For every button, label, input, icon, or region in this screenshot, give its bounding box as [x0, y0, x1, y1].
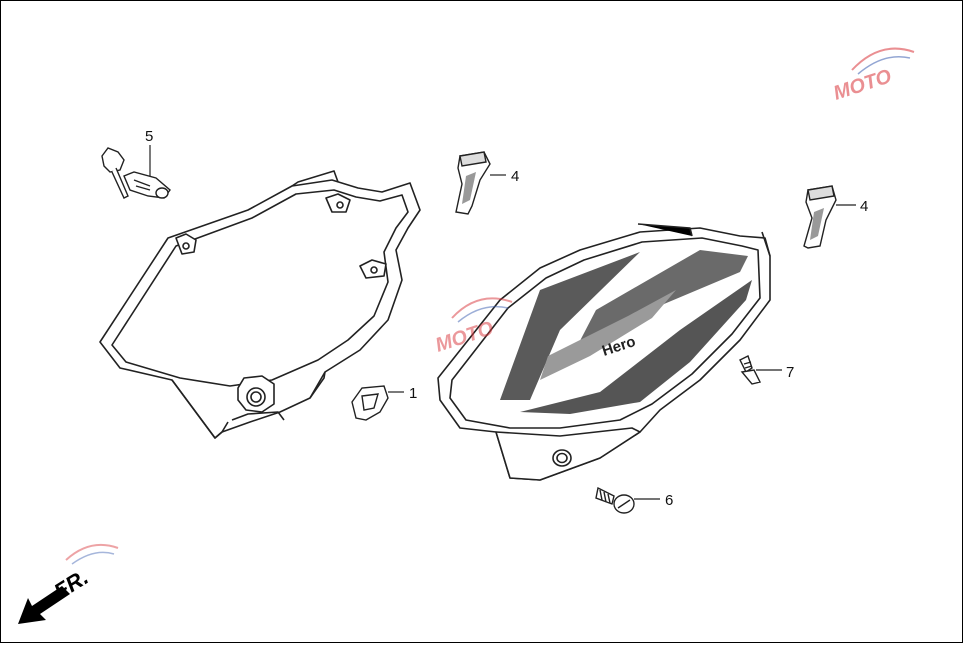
- right-side-cover: Hero: [437, 223, 771, 481]
- arrow-icon: [18, 586, 70, 624]
- callout-4: 4: [860, 198, 868, 215]
- watermark: MOTO: [831, 47, 915, 105]
- decal-stripe: [500, 252, 640, 400]
- decal-stripe: [520, 280, 752, 414]
- part-cushion: [455, 151, 491, 215]
- callout-7: 7: [786, 364, 794, 381]
- callout-4: 4: [511, 168, 519, 185]
- part-bolt: [739, 355, 762, 385]
- grommet-hole: [552, 449, 572, 467]
- decal-stripe: [540, 290, 676, 380]
- part-clip: [351, 385, 389, 421]
- left-side-cover: [99, 170, 421, 439]
- callout-6: 6: [665, 492, 673, 509]
- mounting-boss: [175, 233, 197, 255]
- callout-5: 5: [145, 128, 153, 145]
- mounting-boss: [359, 259, 387, 279]
- mounting-boss: [325, 193, 351, 213]
- watermark: [65, 544, 119, 565]
- grommet-socket: [237, 375, 275, 413]
- part-lock-key: [101, 147, 171, 199]
- part-cushion: [803, 185, 837, 249]
- watermark-text: MOTO: [831, 65, 895, 104]
- front-direction-indicator: FR.: [18, 564, 93, 624]
- part-screw: [595, 486, 635, 514]
- callout-1: 1: [409, 385, 417, 402]
